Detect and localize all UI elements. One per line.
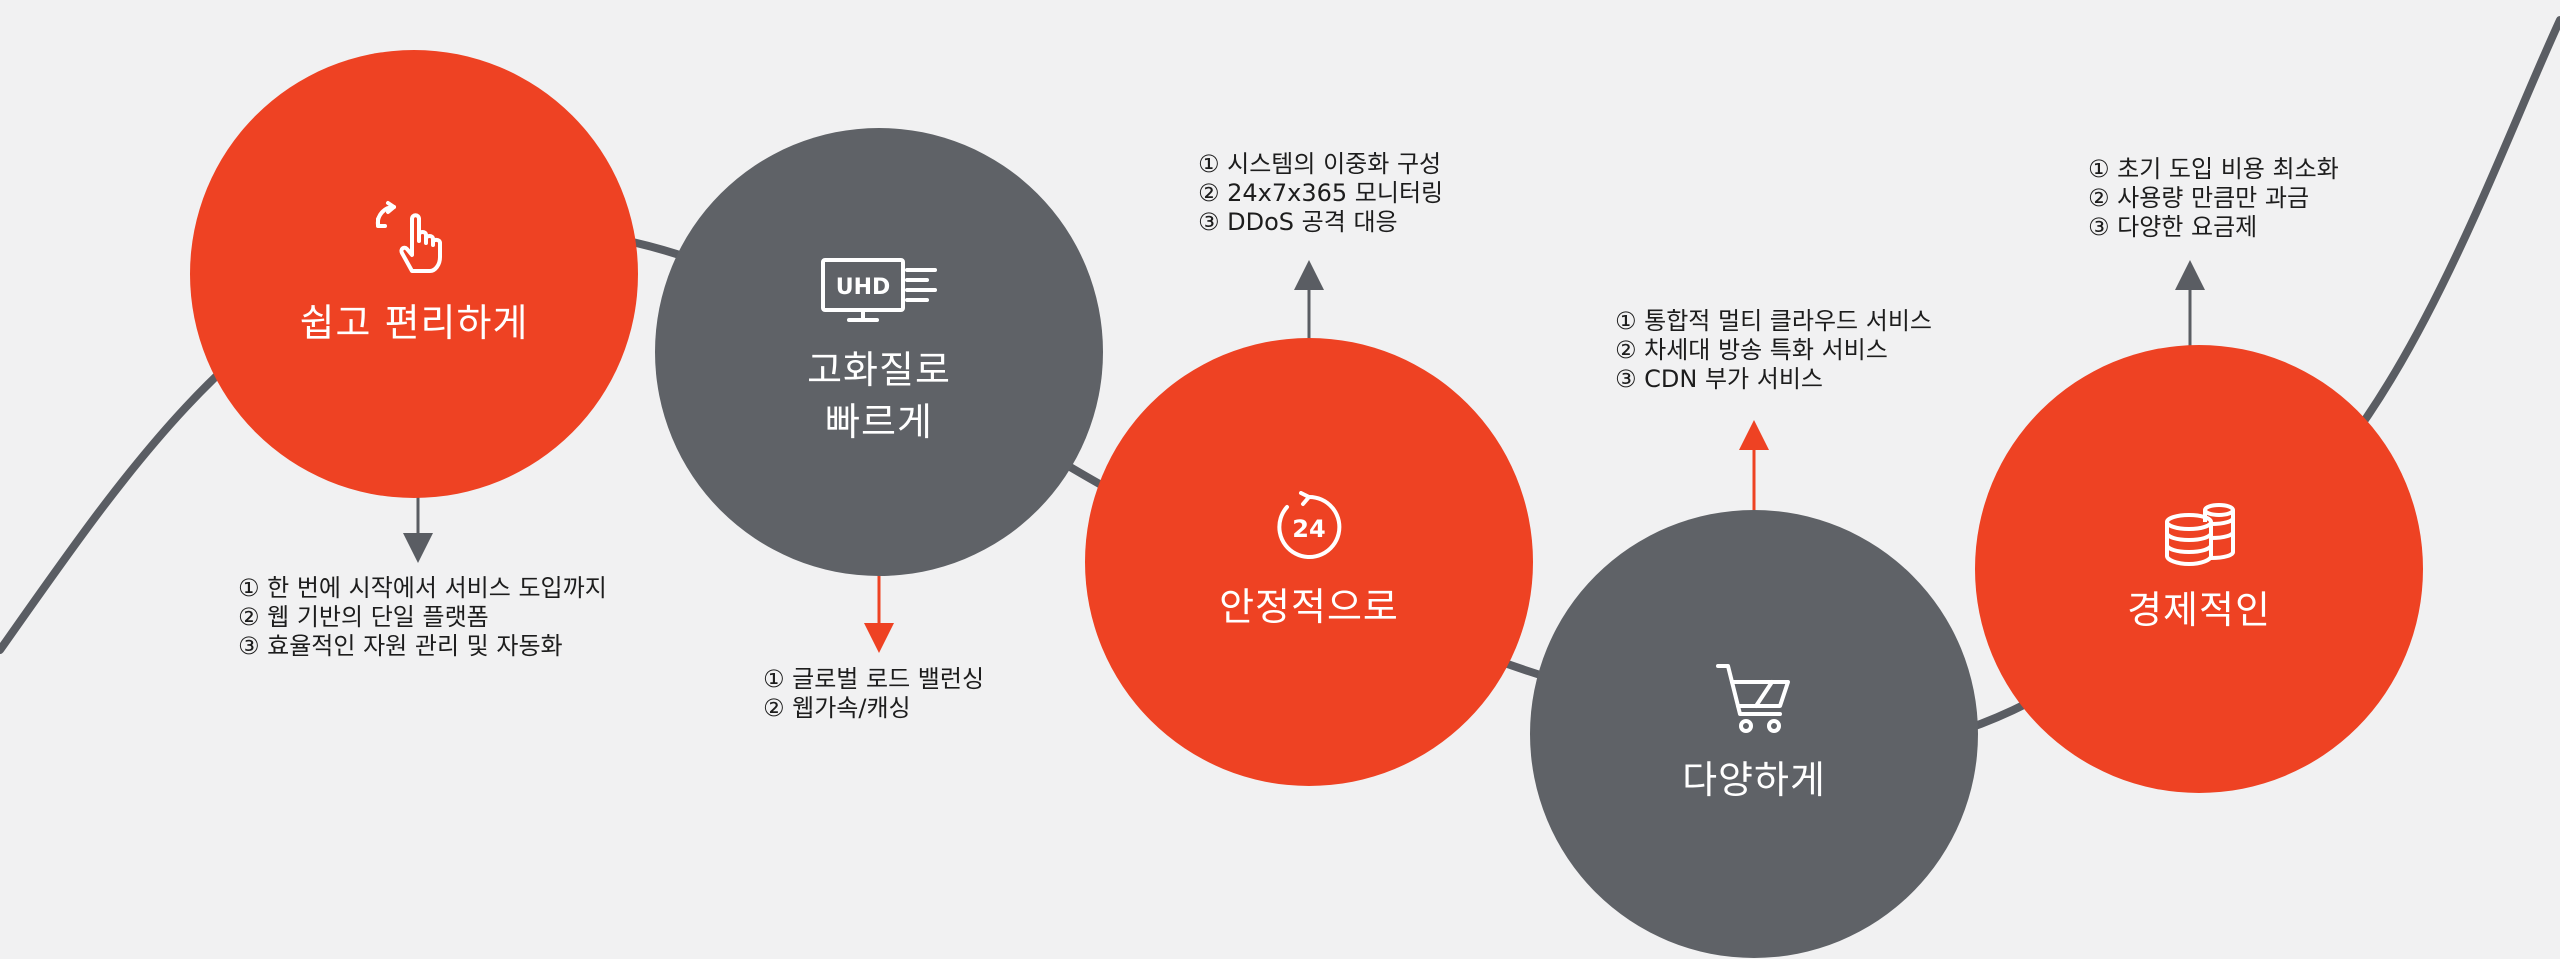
notes-stable: ① 시스템의 이중화 구성 ② 24x7x365 모니터링 ③ DDoS 공격 … [1198, 150, 1443, 237]
step-title: 안정적으로 [1219, 585, 1399, 629]
step-circle-easy: 쉽고 편리하게 [190, 50, 638, 498]
svg-text:24: 24 [1292, 515, 1325, 543]
note-item: ① 통합적 멀티 클라우드 서비스 [1615, 307, 1932, 335]
step-title: 다양하게 [1682, 758, 1826, 802]
24-hour-icon: 24 [1273, 491, 1345, 567]
uhd-display-icon: UHD [819, 256, 939, 330]
shopping-cart-icon [1716, 662, 1792, 740]
touch-swipe-icon [372, 199, 456, 283]
note-item: ③ CDN 부가 서비스 [1615, 365, 1823, 393]
svg-text:UHD: UHD [836, 275, 891, 300]
step-circle-economic: 경제적인 [1975, 345, 2423, 793]
notes-economic: ① 초기 도입 비용 최소화 ② 사용량 만큼만 과금 ③ 다양한 요금제 [2088, 155, 2339, 242]
note-item: ① 한 번에 시작에서 서비스 도입까지 [238, 574, 607, 602]
step-title: 쉽고 편리하게 [299, 301, 529, 345]
note-item: ② 웹가속/캐싱 [763, 694, 911, 722]
step-title: 경제적인 [2127, 588, 2271, 632]
note-item: ② 웹 기반의 단일 플랫폼 [238, 603, 489, 631]
notes-diverse: ① 통합적 멀티 클라우드 서비스 ② 차세대 방송 특화 서비스 ③ CDN … [1615, 307, 1932, 394]
step-circle-stable: 24 안정적으로 [1085, 338, 1533, 786]
note-item: ③ 효율적인 자원 관리 및 자동화 [238, 632, 563, 660]
note-item: ② 24x7x365 모니터링 [1198, 179, 1444, 207]
note-item: ① 글로벌 로드 밸런싱 [763, 665, 985, 693]
step-title: 고화질로 빠르게 [807, 348, 951, 444]
note-item: ① 시스템의 이중화 구성 [1198, 150, 1442, 178]
notes-quality: ① 글로벌 로드 밸런싱 ② 웹가속/캐싱 [763, 665, 984, 723]
step-circle-quality: UHD 고화질로 빠르게 [655, 128, 1103, 576]
note-item: ③ 다양한 요금제 [2088, 213, 2258, 241]
coins-stack-icon [2161, 502, 2237, 570]
note-item: ② 차세대 방송 특화 서비스 [1615, 336, 1888, 364]
note-item: ① 초기 도입 비용 최소화 [2088, 155, 2339, 183]
step-circle-diverse: 다양하게 [1530, 510, 1978, 958]
note-item: ③ DDoS 공격 대응 [1198, 208, 1398, 236]
note-item: ② 사용량 만큼만 과금 [2088, 184, 2310, 212]
notes-easy: ① 한 번에 시작에서 서비스 도입까지 ② 웹 기반의 단일 플랫폼 ③ 효율… [238, 574, 607, 661]
